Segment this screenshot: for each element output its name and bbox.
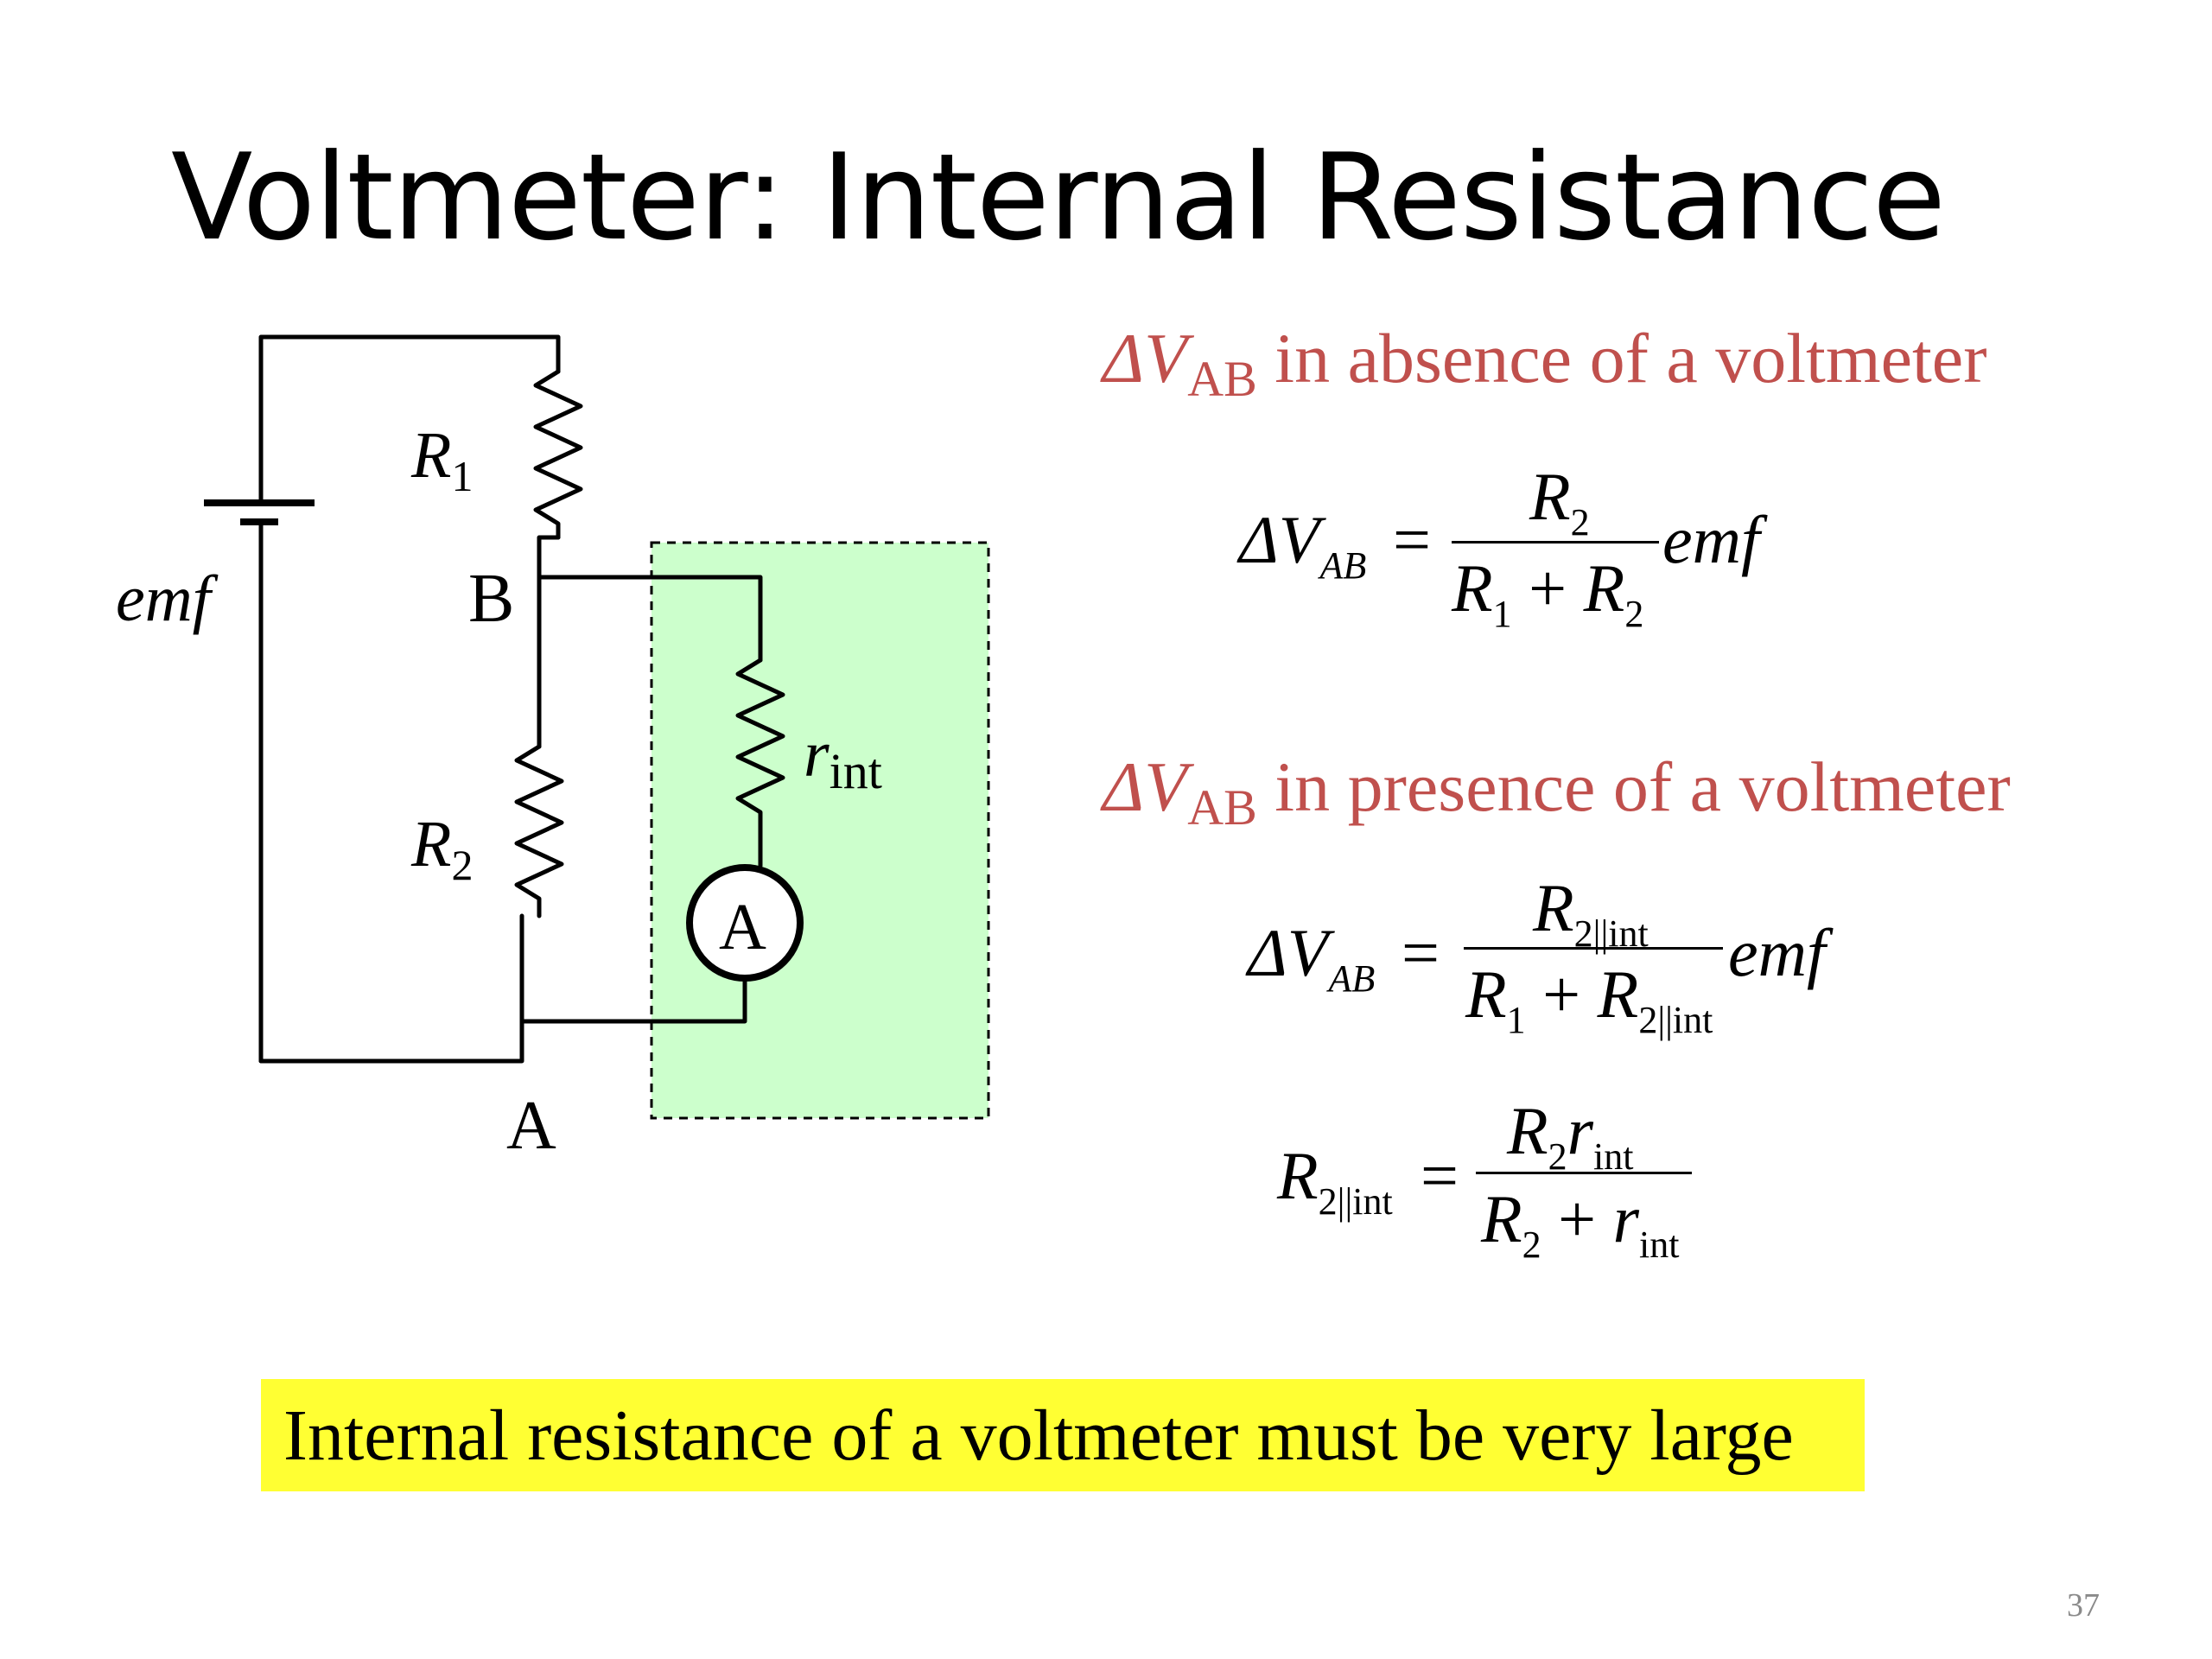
wire-b-node [537, 535, 561, 749]
resistor-r2 [514, 744, 564, 918]
presence-equation: ΔVAB = R2||int R1 + R2||int emf [1248, 870, 1826, 1041]
emf-label: emf [116, 563, 211, 635]
presence-heading: ΔVAB in presence of a voltmeter [1103, 747, 2011, 836]
conclusion-text: Internal resistance of a voltmeter must … [283, 1395, 1794, 1476]
conclusion-highlight [261, 1379, 1865, 1491]
absence-equation: ΔVAB = R2 R1 + R2 emf [1239, 459, 1760, 635]
meter-circle [686, 864, 804, 982]
r1-label: R1 [411, 419, 474, 500]
resistor-rint [735, 658, 785, 868]
slide-number: 37 [2067, 1587, 2100, 1624]
wire-meter-return [519, 976, 747, 1024]
wire-bottom [258, 913, 524, 1064]
voltmeter-region [650, 541, 990, 1120]
parallel-equation: R2||int = R2rint R2 + rint [1277, 1097, 1761, 1270]
absence-heading: ΔVAB in absence of a voltmeter [1103, 319, 1987, 407]
wire-left-top [258, 334, 561, 452]
node-a-label: A [506, 1088, 556, 1164]
wire-to-voltmeter [537, 575, 763, 663]
page-title: Voltmeter: Internal Resistance [171, 128, 1946, 267]
meter-label: A [719, 891, 766, 963]
node-b-label: B [468, 561, 515, 637]
resistor-r1 [533, 369, 583, 540]
r2-label: R2 [411, 808, 474, 889]
rint-label: rint [804, 718, 882, 799]
